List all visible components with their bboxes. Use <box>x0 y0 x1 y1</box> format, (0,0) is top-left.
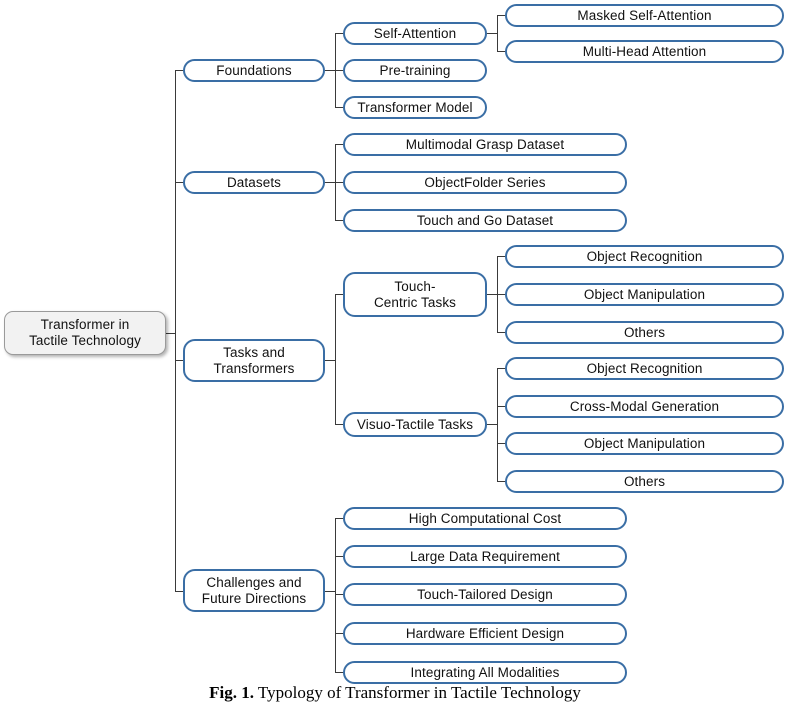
connector-visuotactile-manipulation <box>497 443 506 444</box>
connector-selfattention-multihead <box>497 51 506 52</box>
connector-challenges-touchtailored <box>335 594 344 595</box>
connector-foundations-self-attention <box>335 33 344 34</box>
connector-tasks-visuotactile <box>335 424 344 425</box>
node-foundations[interactable]: Foundations <box>183 59 325 82</box>
node-integrating-all-modalities[interactable]: Integrating All Modalities <box>343 661 627 684</box>
node-visuo-tactile-cross-modal-generation[interactable]: Cross-Modal Generation <box>505 395 784 418</box>
connector-selfattention-stub <box>487 33 498 34</box>
connector-datasets-multimodal <box>335 144 344 145</box>
connector-trunk-tasks <box>175 360 184 361</box>
connector-datasets-touchandgo <box>335 220 344 221</box>
node-visuo-tactile-object-recognition[interactable]: Object Recognition <box>505 357 784 380</box>
node-tasks-and-transformers[interactable]: Tasks and Transformers <box>183 339 325 382</box>
node-visuo-tactile-tasks[interactable]: Visuo-Tactile Tasks <box>343 412 487 437</box>
connector-challenges-hardware <box>335 633 344 634</box>
node-masked-self-attention[interactable]: Masked Self-Attention <box>505 4 784 27</box>
connector-touchcentric-recognition <box>497 256 506 257</box>
connector-trunk-foundations <box>175 70 184 71</box>
node-touch-centric-object-recognition[interactable]: Object Recognition <box>505 245 784 268</box>
figure-caption-text: Typology of Transformer in Tactile Techn… <box>253 683 581 702</box>
connector-tasks-spine <box>335 294 336 424</box>
connector-selfattention-spine <box>497 15 498 51</box>
connector-selfattention-masked <box>497 15 506 16</box>
connector-tasks-stub <box>325 360 336 361</box>
figure-caption: Fig. 1. Typology of Transformer in Tacti… <box>0 683 790 703</box>
node-objectfolder-series[interactable]: ObjectFolder Series <box>343 171 627 194</box>
node-datasets[interactable]: Datasets <box>183 171 325 194</box>
connector-root-stub <box>165 333 176 334</box>
node-large-data-requirement[interactable]: Large Data Requirement <box>343 545 627 568</box>
node-visuo-tactile-object-manipulation[interactable]: Object Manipulation <box>505 432 784 455</box>
node-root-transformer-in-tactile-technology[interactable]: Transformer in Tactile Technology <box>4 311 166 355</box>
connector-visuotactile-spine <box>497 368 498 481</box>
connector-touchcentric-others <box>497 332 506 333</box>
connector-visuotactile-others <box>497 481 506 482</box>
connector-foundations-pretraining <box>335 70 344 71</box>
connector-foundations-transformer-model <box>335 107 344 108</box>
connector-datasets-objectfolder <box>335 182 344 183</box>
node-touch-centric-others[interactable]: Others <box>505 321 784 344</box>
connector-touchcentric-stub <box>487 294 498 295</box>
node-self-attention[interactable]: Self-Attention <box>343 22 487 45</box>
figure-caption-label: Fig. 1. <box>209 683 254 702</box>
node-pre-training[interactable]: Pre-training <box>343 59 487 82</box>
node-multi-head-attention[interactable]: Multi-Head Attention <box>505 40 784 63</box>
node-hardware-efficient-design[interactable]: Hardware Efficient Design <box>343 622 627 645</box>
node-transformer-model[interactable]: Transformer Model <box>343 96 487 119</box>
node-visuo-tactile-others[interactable]: Others <box>505 470 784 493</box>
node-touch-centric-tasks[interactable]: Touch- Centric Tasks <box>343 272 487 317</box>
connector-visuotactile-stub <box>487 424 498 425</box>
node-high-computational-cost[interactable]: High Computational Cost <box>343 507 627 530</box>
connector-challenges-data <box>335 556 344 557</box>
connector-foundations-stub <box>325 70 336 71</box>
connector-trunk-datasets <box>175 182 184 183</box>
node-multimodal-grasp-dataset[interactable]: Multimodal Grasp Dataset <box>343 133 627 156</box>
node-challenges-and-future-directions[interactable]: Challenges and Future Directions <box>183 569 325 612</box>
node-touch-tailored-design[interactable]: Touch-Tailored Design <box>343 583 627 606</box>
connector-touchcentric-manipulation <box>497 294 506 295</box>
connector-datasets-stub <box>325 182 336 183</box>
node-touch-and-go-dataset[interactable]: Touch and Go Dataset <box>343 209 627 232</box>
connector-trunk-challenges <box>175 591 184 592</box>
connector-main-trunk <box>175 70 176 591</box>
connector-challenges-stub <box>325 591 336 592</box>
connector-challenges-cost <box>335 518 344 519</box>
node-touch-centric-object-manipulation[interactable]: Object Manipulation <box>505 283 784 306</box>
connector-challenges-spine <box>335 518 336 673</box>
connector-visuotactile-crossmodal <box>497 406 506 407</box>
connector-challenges-modalities <box>335 672 344 673</box>
connector-visuotactile-recognition <box>497 368 506 369</box>
connector-tasks-touchcentric <box>335 294 344 295</box>
